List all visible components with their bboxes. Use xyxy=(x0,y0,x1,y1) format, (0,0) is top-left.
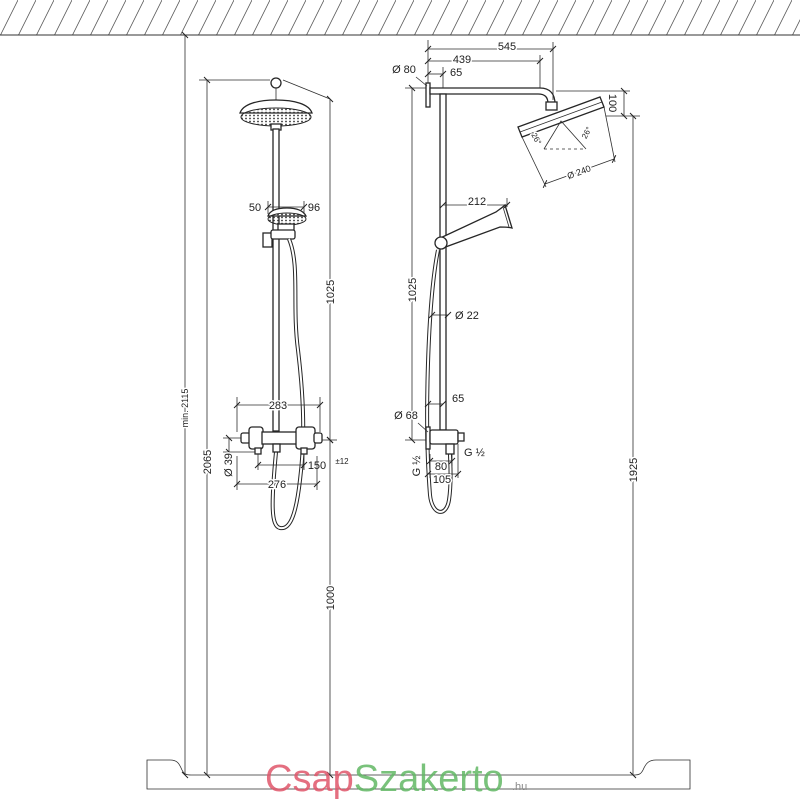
dim-label-outer: 105 xyxy=(433,474,451,486)
side-view: 545 439 65 Ø 80 100 26° 26° Ø 240 1025 2… xyxy=(391,40,642,779)
dim-label-min-height: min. 2115 xyxy=(180,389,190,428)
hand-shower-nozzles xyxy=(267,212,307,226)
dim-label-rod-offset: 65 xyxy=(452,393,464,405)
valve-left-connection xyxy=(254,447,262,455)
thermostat-valve xyxy=(240,426,323,455)
valve-outlet xyxy=(272,443,281,453)
valve-body-side xyxy=(429,429,459,445)
hand-shower-face xyxy=(502,206,510,228)
watermark-part-szakerto: Szakerto xyxy=(354,758,504,800)
leader-wall-plate xyxy=(415,76,428,87)
watermark-tld: .hu xyxy=(512,781,527,793)
valve-outlet-side xyxy=(445,443,455,455)
dim-label-rod-length: 1025 xyxy=(407,278,419,302)
ext-line-head-right xyxy=(282,79,331,100)
front-view: min. 2115 2065 1025 1000 50 96 283 Ø 39 … xyxy=(179,31,351,779)
shower-arm xyxy=(429,87,556,105)
dim-label-rod-dia: Ø 22 xyxy=(455,310,479,322)
dim-label-inner: 80 xyxy=(435,461,447,473)
valve-left-handle xyxy=(248,426,264,450)
connection-label-right: G ½ xyxy=(464,447,485,459)
dim-label-arm-reach: 439 xyxy=(453,54,471,66)
dim-label-hand-left: 50 xyxy=(249,202,261,214)
hand-shower-holder xyxy=(434,236,448,250)
hand-shower-side xyxy=(435,203,513,250)
dim-label-lower: 1000 xyxy=(325,586,337,610)
dim-label-arm-total: 545 xyxy=(498,41,516,53)
dim-label-head-height: 1925 xyxy=(628,458,640,482)
dim-label-tilt-left: 26° xyxy=(529,131,543,146)
watermark-logo: CsapSzakerto .hu xyxy=(265,758,527,800)
shower-rod xyxy=(272,128,280,432)
dim-label-tilt-right: 26° xyxy=(580,125,594,140)
dim-label-outlet-dia: Ø 39 xyxy=(223,453,235,477)
head-swivel xyxy=(545,101,558,111)
dim-label-hand-reach: 212 xyxy=(468,196,486,208)
ceiling xyxy=(0,0,800,36)
leader-rosette xyxy=(417,422,429,433)
arm-connector xyxy=(270,77,282,89)
ext-line-head-right-edge xyxy=(603,106,616,163)
dim-label-rosette-dia: Ø 68 xyxy=(394,410,418,422)
watermark-text: CsapSzakerto xyxy=(265,758,504,800)
dim-label-tolerance: ±12 xyxy=(335,457,349,466)
dim-label-wall-offset: 65 xyxy=(450,67,462,79)
slider-clamp xyxy=(262,232,273,248)
valve-right-handle xyxy=(295,426,316,450)
ext-line-head-left-edge xyxy=(521,136,547,188)
dim-label-mount-width: 276 xyxy=(268,479,286,491)
valve-right-cap xyxy=(313,432,323,444)
dim-label-wall-plate: Ø 80 xyxy=(392,64,416,76)
dim-label-upper: 1025 xyxy=(325,280,337,304)
tilt-angle-lines xyxy=(543,120,587,150)
dim-label-head-drop: 100 xyxy=(606,94,618,112)
watermark-part-csap: Csap xyxy=(265,758,354,800)
dim-label-height: 2065 xyxy=(202,450,214,474)
wall-plate xyxy=(425,82,431,108)
shower-rod-side xyxy=(439,93,447,431)
connection-label-left: G ½ xyxy=(411,456,423,477)
valve-right-connection xyxy=(300,447,308,455)
dim-line-head-dia xyxy=(542,154,617,189)
dim-label-head-dia: Ø 240 xyxy=(566,163,592,181)
ceiling-hatching xyxy=(0,0,800,35)
dim-label-valve-width: 283 xyxy=(269,400,287,412)
dim-label-hand-right: 96 xyxy=(308,202,320,214)
slider-holder xyxy=(270,229,296,240)
overhead-shower-nozzles xyxy=(240,107,312,127)
hose-side-fill xyxy=(426,249,452,513)
valve-knob-side xyxy=(457,432,465,442)
valve-body xyxy=(261,431,298,445)
head-face-line xyxy=(519,101,603,133)
